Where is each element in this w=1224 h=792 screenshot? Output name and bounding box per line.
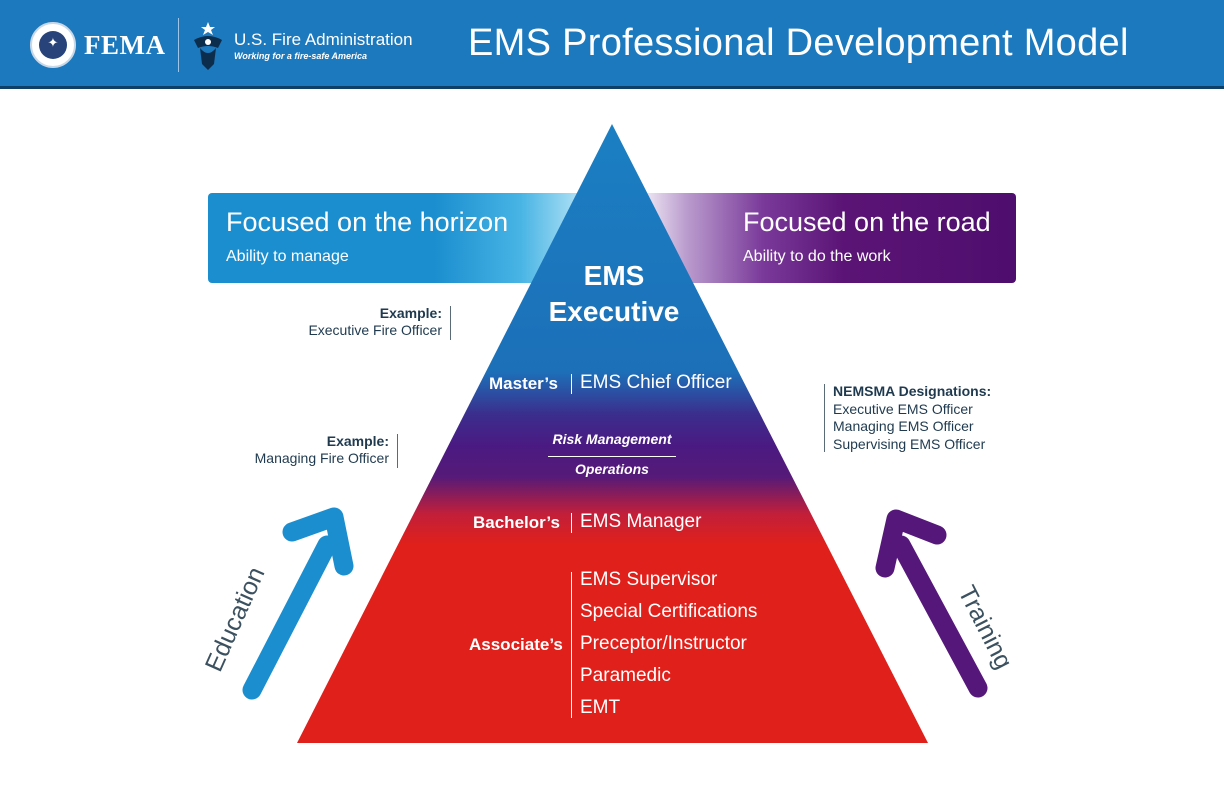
- usfa-name: U.S. Fire Administration: [234, 30, 413, 49]
- horizon-title: Focused on the horizon: [226, 207, 509, 237]
- associates-degree: Associate’s: [469, 635, 563, 654]
- bachelors-role: EMS Manager: [580, 511, 702, 532]
- executive-example-bar: [450, 306, 451, 340]
- associates-role: EMT: [580, 697, 621, 718]
- associates-separator: [571, 572, 572, 718]
- associates-role: Preceptor/Instructor: [580, 633, 747, 654]
- managing-example-bar: [397, 434, 398, 468]
- nemsma-label: NEMSMA Designations:: [833, 383, 992, 399]
- pyramid-shape: [297, 124, 928, 743]
- road-subtitle: Ability to do the work: [743, 248, 891, 265]
- usfa-eagle-icon: [194, 22, 222, 70]
- masters-degree: Master’s: [489, 374, 558, 393]
- education-arrow-icon: [242, 507, 354, 700]
- apex-title-line1: EMS: [583, 260, 645, 291]
- masters-separator: [571, 374, 572, 394]
- road-title: Focused on the road: [743, 207, 991, 237]
- associates-role: Special Certifications: [580, 601, 758, 622]
- executive-example-value: Executive Fire Officer: [308, 322, 442, 338]
- managing-example: Example: Managing Fire Officer: [255, 433, 389, 467]
- apex-title-line2: Executive: [548, 296, 680, 327]
- dhs-seal-icon: ✦: [30, 22, 76, 68]
- managing-example-value: Managing Fire Officer: [254, 450, 389, 466]
- road-banner: Focused on the road Ability to do the wo…: [632, 193, 1016, 283]
- executive-example-label: Example:: [379, 305, 442, 321]
- operations-label: Operations: [575, 461, 649, 477]
- risk-management-label: Risk Management: [552, 431, 672, 447]
- nemsma-item: Executive EMS Officer: [833, 400, 973, 417]
- horizon-banner: Focused on the horizon Ability to manage: [208, 193, 598, 283]
- page-title: EMS Professional Development Model: [468, 22, 1129, 64]
- bachelors-separator: [571, 513, 572, 533]
- managing-example-label: Example:: [326, 433, 389, 449]
- nemsma-item: Supervising EMS Officer: [833, 435, 986, 452]
- nemsma-designations: NEMSMA Designations: Executive EMS Offic…: [833, 383, 991, 453]
- nemsma-item: Managing EMS Officer: [833, 418, 974, 434]
- divider-line: [548, 456, 676, 457]
- horizon-subtitle: Ability to manage: [226, 248, 349, 265]
- nemsma-bar: [824, 384, 825, 452]
- fema-logo-text: FEMA: [84, 30, 166, 60]
- associates-role: EMS Supervisor: [580, 569, 718, 590]
- executive-example: Example: Executive Fire Officer: [308, 305, 442, 339]
- usfa-tagline: Working for a fire-safe America: [234, 51, 368, 61]
- bachelors-degree: Bachelor’s: [473, 513, 560, 532]
- associates-role: Paramedic: [580, 665, 671, 686]
- header-bar: ✦ FEMA U.S. Fire Administration Working …: [0, 0, 1224, 89]
- training-arrow-icon: [875, 509, 988, 698]
- header-divider: [178, 18, 179, 72]
- masters-role: EMS Chief Officer: [580, 372, 732, 393]
